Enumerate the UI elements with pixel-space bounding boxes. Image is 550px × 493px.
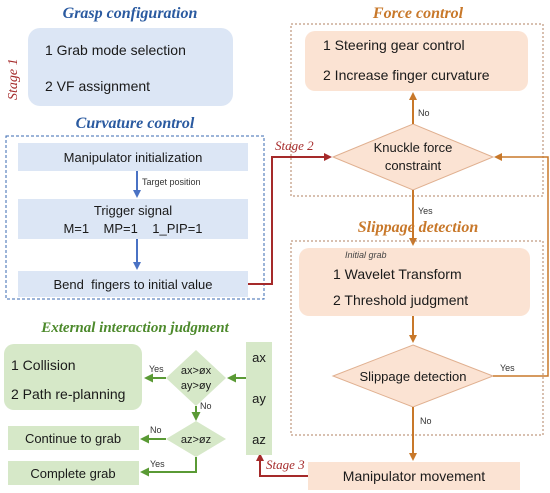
- target-position-label: Target position: [142, 177, 201, 187]
- force-no-label: No: [418, 108, 430, 118]
- knuckle-force-decision: [331, 123, 495, 191]
- grasp-item-2: 2 VF assignment: [45, 78, 150, 94]
- cond-ax: ax>øx: [181, 365, 212, 377]
- movement-text: Manipulator movement: [343, 468, 486, 484]
- slippage-item-1: 1 Wavelet Transform: [333, 266, 462, 282]
- collision-box: [4, 344, 142, 410]
- force-item-2: 2 Increase finger curvature: [323, 67, 490, 83]
- force-frame: [290, 23, 544, 197]
- grasp-box: [28, 28, 233, 106]
- stage-2-connector: [248, 153, 332, 285]
- trigger-box: [18, 199, 248, 239]
- z-threshold-decision: [166, 421, 226, 457]
- initial-grab-label: Initial grab: [345, 250, 387, 260]
- collision-item-1: 1 Collision: [11, 357, 76, 373]
- axes-box: [246, 342, 272, 455]
- xy-yes-label: Yes: [149, 364, 164, 374]
- force-title: Force control: [372, 5, 464, 22]
- arrow-z-yes: [140, 457, 197, 477]
- trigger-line-2: M=1 MP=1 1_PIP=1: [63, 221, 202, 236]
- stage-3-connector: [256, 453, 308, 477]
- external-title: External interaction judgment: [40, 320, 229, 336]
- bend-box: [18, 271, 248, 297]
- z-no-label: No: [150, 425, 162, 435]
- stage-3-label: Stage 3: [266, 457, 305, 472]
- complete-text: Complete grab: [30, 466, 115, 481]
- xy-no-label: No: [200, 401, 212, 411]
- axis-az: az: [252, 432, 266, 447]
- slippage-decision-text: Slippage detection: [360, 369, 467, 384]
- movement-box: [308, 462, 520, 490]
- complete-box: [8, 461, 139, 485]
- slippage-title: Slippage detection: [358, 219, 479, 236]
- curvature-frame: [5, 135, 265, 300]
- curvature-title: Curvature control: [76, 115, 195, 132]
- grasp-title: Grasp configuration: [63, 5, 198, 22]
- init-text: Manipulator initialization: [64, 150, 203, 165]
- z-yes-label: Yes: [150, 459, 165, 469]
- collision-item-2: 2 Path re-planning: [11, 386, 125, 402]
- slippage-no-label: No: [420, 416, 432, 426]
- knuckle-decision-line-2: constraint: [385, 158, 442, 173]
- continue-text: Continue to grab: [25, 431, 121, 446]
- force-box: [305, 31, 528, 91]
- cond-ay: ay>øy: [181, 380, 212, 392]
- force-item-1: 1 Steering gear control: [323, 37, 465, 53]
- knuckle-decision-line-1: Knuckle force: [374, 140, 453, 155]
- slippage-frame: [290, 240, 544, 436]
- axis-ax: ax: [252, 350, 266, 365]
- arrow-slippage-yes-loop: [493, 153, 549, 377]
- grasp-item-1: 1 Grab mode selection: [45, 42, 186, 58]
- axis-ay: ay: [252, 391, 266, 406]
- stage-2-label: Stage 2: [275, 138, 314, 153]
- stage-1-label: Stage 1: [6, 58, 21, 100]
- continue-box: [8, 426, 139, 450]
- slippage-yes-label: Yes: [500, 363, 515, 373]
- xy-threshold-decision: [166, 350, 226, 406]
- force-yes-label: Yes: [418, 206, 433, 216]
- cond-az: az>øz: [181, 434, 211, 446]
- trigger-line-1: Trigger signal: [94, 203, 172, 218]
- bend-text: Bend fingers to initial value: [54, 277, 213, 292]
- init-box: [18, 143, 248, 171]
- slippage-box: [299, 248, 530, 316]
- slippage-item-2: 2 Threshold judgment: [333, 292, 468, 308]
